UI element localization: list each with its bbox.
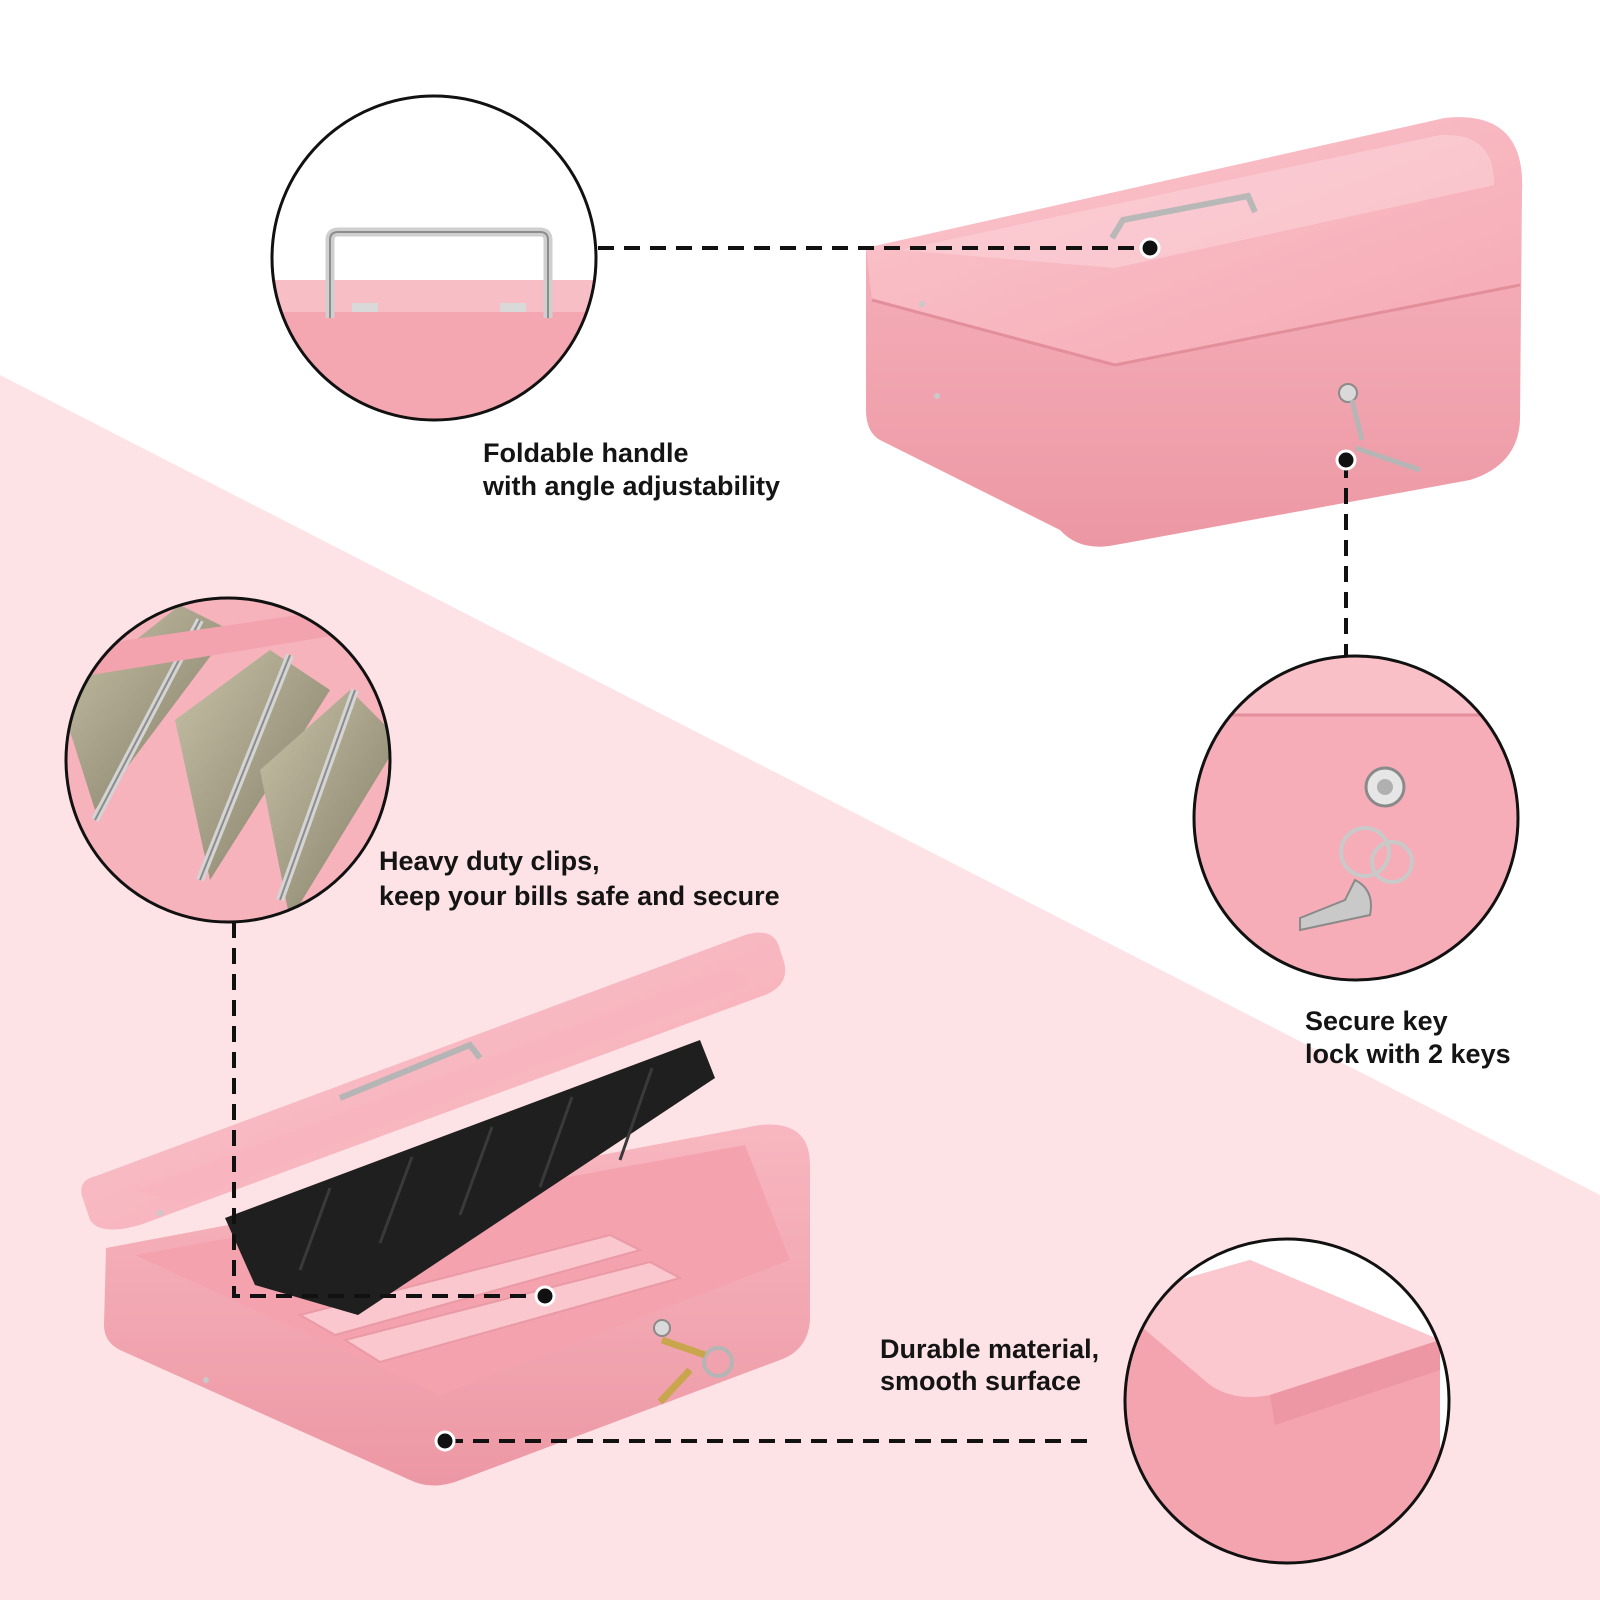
callout-lines [232,246,1348,1443]
clips-callout-dot [534,1285,556,1307]
handle-detail-inset [270,94,598,422]
material-callout-dot [434,1430,456,1452]
caption-handle-line1: Foldable handle [483,438,689,468]
caption-material: Durable material, smooth surface [880,1333,1099,1397]
key-lock-callout-dot [1335,449,1357,471]
callout-dots [434,237,1357,1452]
caption-clips-line1: Heavy duty clips, [379,846,600,876]
material-detail-inset [1123,1237,1451,1565]
clips-callout-line [232,922,545,1298]
caption-material-line1: Durable material, [880,1334,1100,1364]
caption-key-lock-line2: lock with 2 keys [1305,1039,1511,1069]
caption-handle-line2: with angle adjustability [483,471,781,501]
caption-clips-line2: keep your bills safe and secure [379,881,780,911]
key-lock-detail-inset [1192,654,1520,982]
caption-key-lock-line1: Secure key [1305,1006,1448,1036]
caption-handle: Foldable handle with angle adjustability [483,437,780,503]
caption-material-line2: smooth surface [880,1366,1082,1396]
closed-cash-box [866,117,1523,547]
handle-callout-dot [1139,237,1161,259]
caption-key-lock: Secure key lock with 2 keys [1305,1005,1511,1071]
open-cash-box [81,932,810,1486]
caption-clips: Heavy duty clips, keep your bills safe a… [379,844,780,914]
